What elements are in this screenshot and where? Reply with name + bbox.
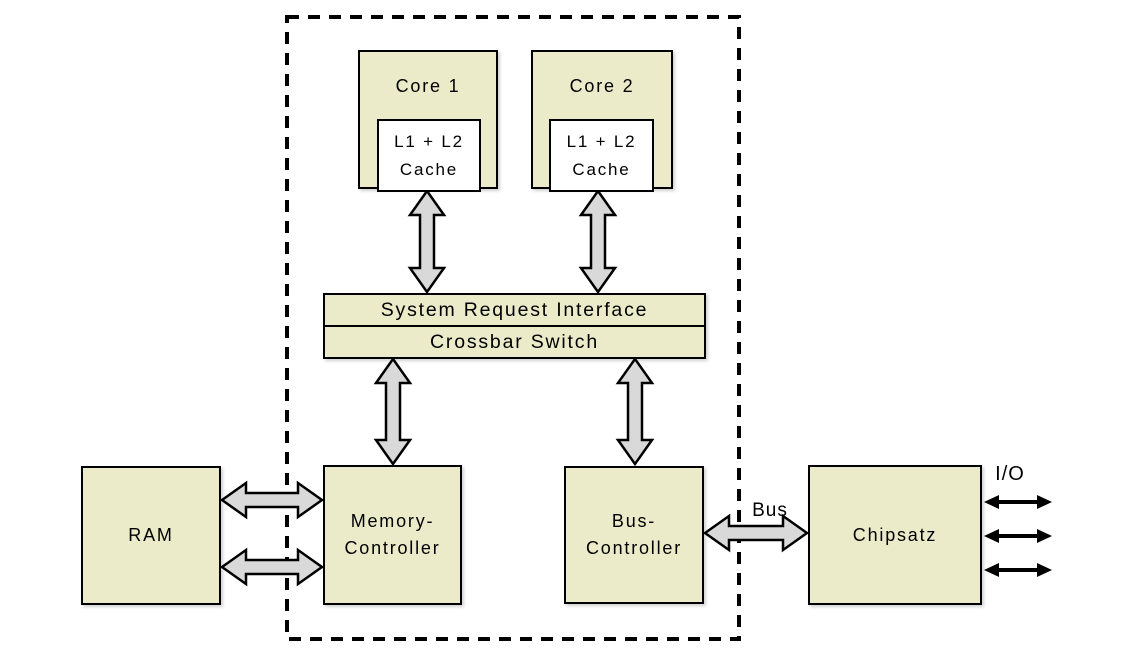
chipset-box: Chipsatz (808, 465, 982, 605)
bus-controller-box: Bus- Controller (564, 466, 704, 604)
system-request-interface-bar: System Request Interface (325, 295, 704, 325)
ram-to-memory-controller-arrow-bottom (219, 547, 325, 587)
core2-cache-box: L1 + L2 Cache (549, 119, 654, 192)
core2-cache-to-sri-arrow (578, 188, 618, 295)
bus-label: Bus (752, 500, 788, 521)
chipset-io-arrow-3 (984, 563, 1052, 577)
ram-to-memory-controller-arrow-top (219, 480, 325, 520)
ram-box: RAM (81, 466, 221, 605)
core1-cache-label-line2: Cache (399, 159, 459, 179)
core1-label: Core 1 (395, 76, 461, 96)
io-label: I/O (995, 463, 1025, 485)
core1-cache-to-sri-arrow (407, 188, 447, 295)
bus-controller-to-chipset-arrow (702, 513, 810, 553)
ram-label: RAM (128, 525, 174, 545)
cpu-die-dashed-boundary (285, 15, 741, 641)
core2-label: Core 2 (569, 76, 635, 96)
sri-crossbar-stack: System Request Interface Crossbar Switch (323, 293, 706, 359)
crossbar-to-bus-controller-arrow (615, 356, 655, 467)
core1-cache-box: L1 + L2 Cache (377, 119, 481, 192)
crossbar-switch-bar: Crossbar Switch (325, 325, 704, 357)
chipset-io-arrow-1 (984, 495, 1052, 509)
system-request-interface-label: System Request Interface (380, 298, 649, 321)
crossbar-switch-label: Crossbar Switch (430, 330, 599, 353)
core2-cache-label-line1: L1 + L2 (566, 131, 637, 151)
bus-controller-label-line2: Controller (585, 538, 683, 558)
chipset-io-arrow-2 (984, 529, 1052, 543)
memory-controller-label-line1: Memory- (350, 511, 435, 531)
memory-controller-box: Memory- Controller (323, 465, 462, 605)
memory-controller-label-line2: Controller (344, 538, 441, 558)
bus-controller-label-line1: Bus- (611, 511, 657, 531)
core1-cache-label-line1: L1 + L2 (394, 131, 464, 151)
crossbar-to-memory-controller-arrow (373, 356, 413, 467)
core2-cache-label-line2: Cache (572, 159, 631, 179)
chipset-label: Chipsatz (852, 524, 938, 545)
